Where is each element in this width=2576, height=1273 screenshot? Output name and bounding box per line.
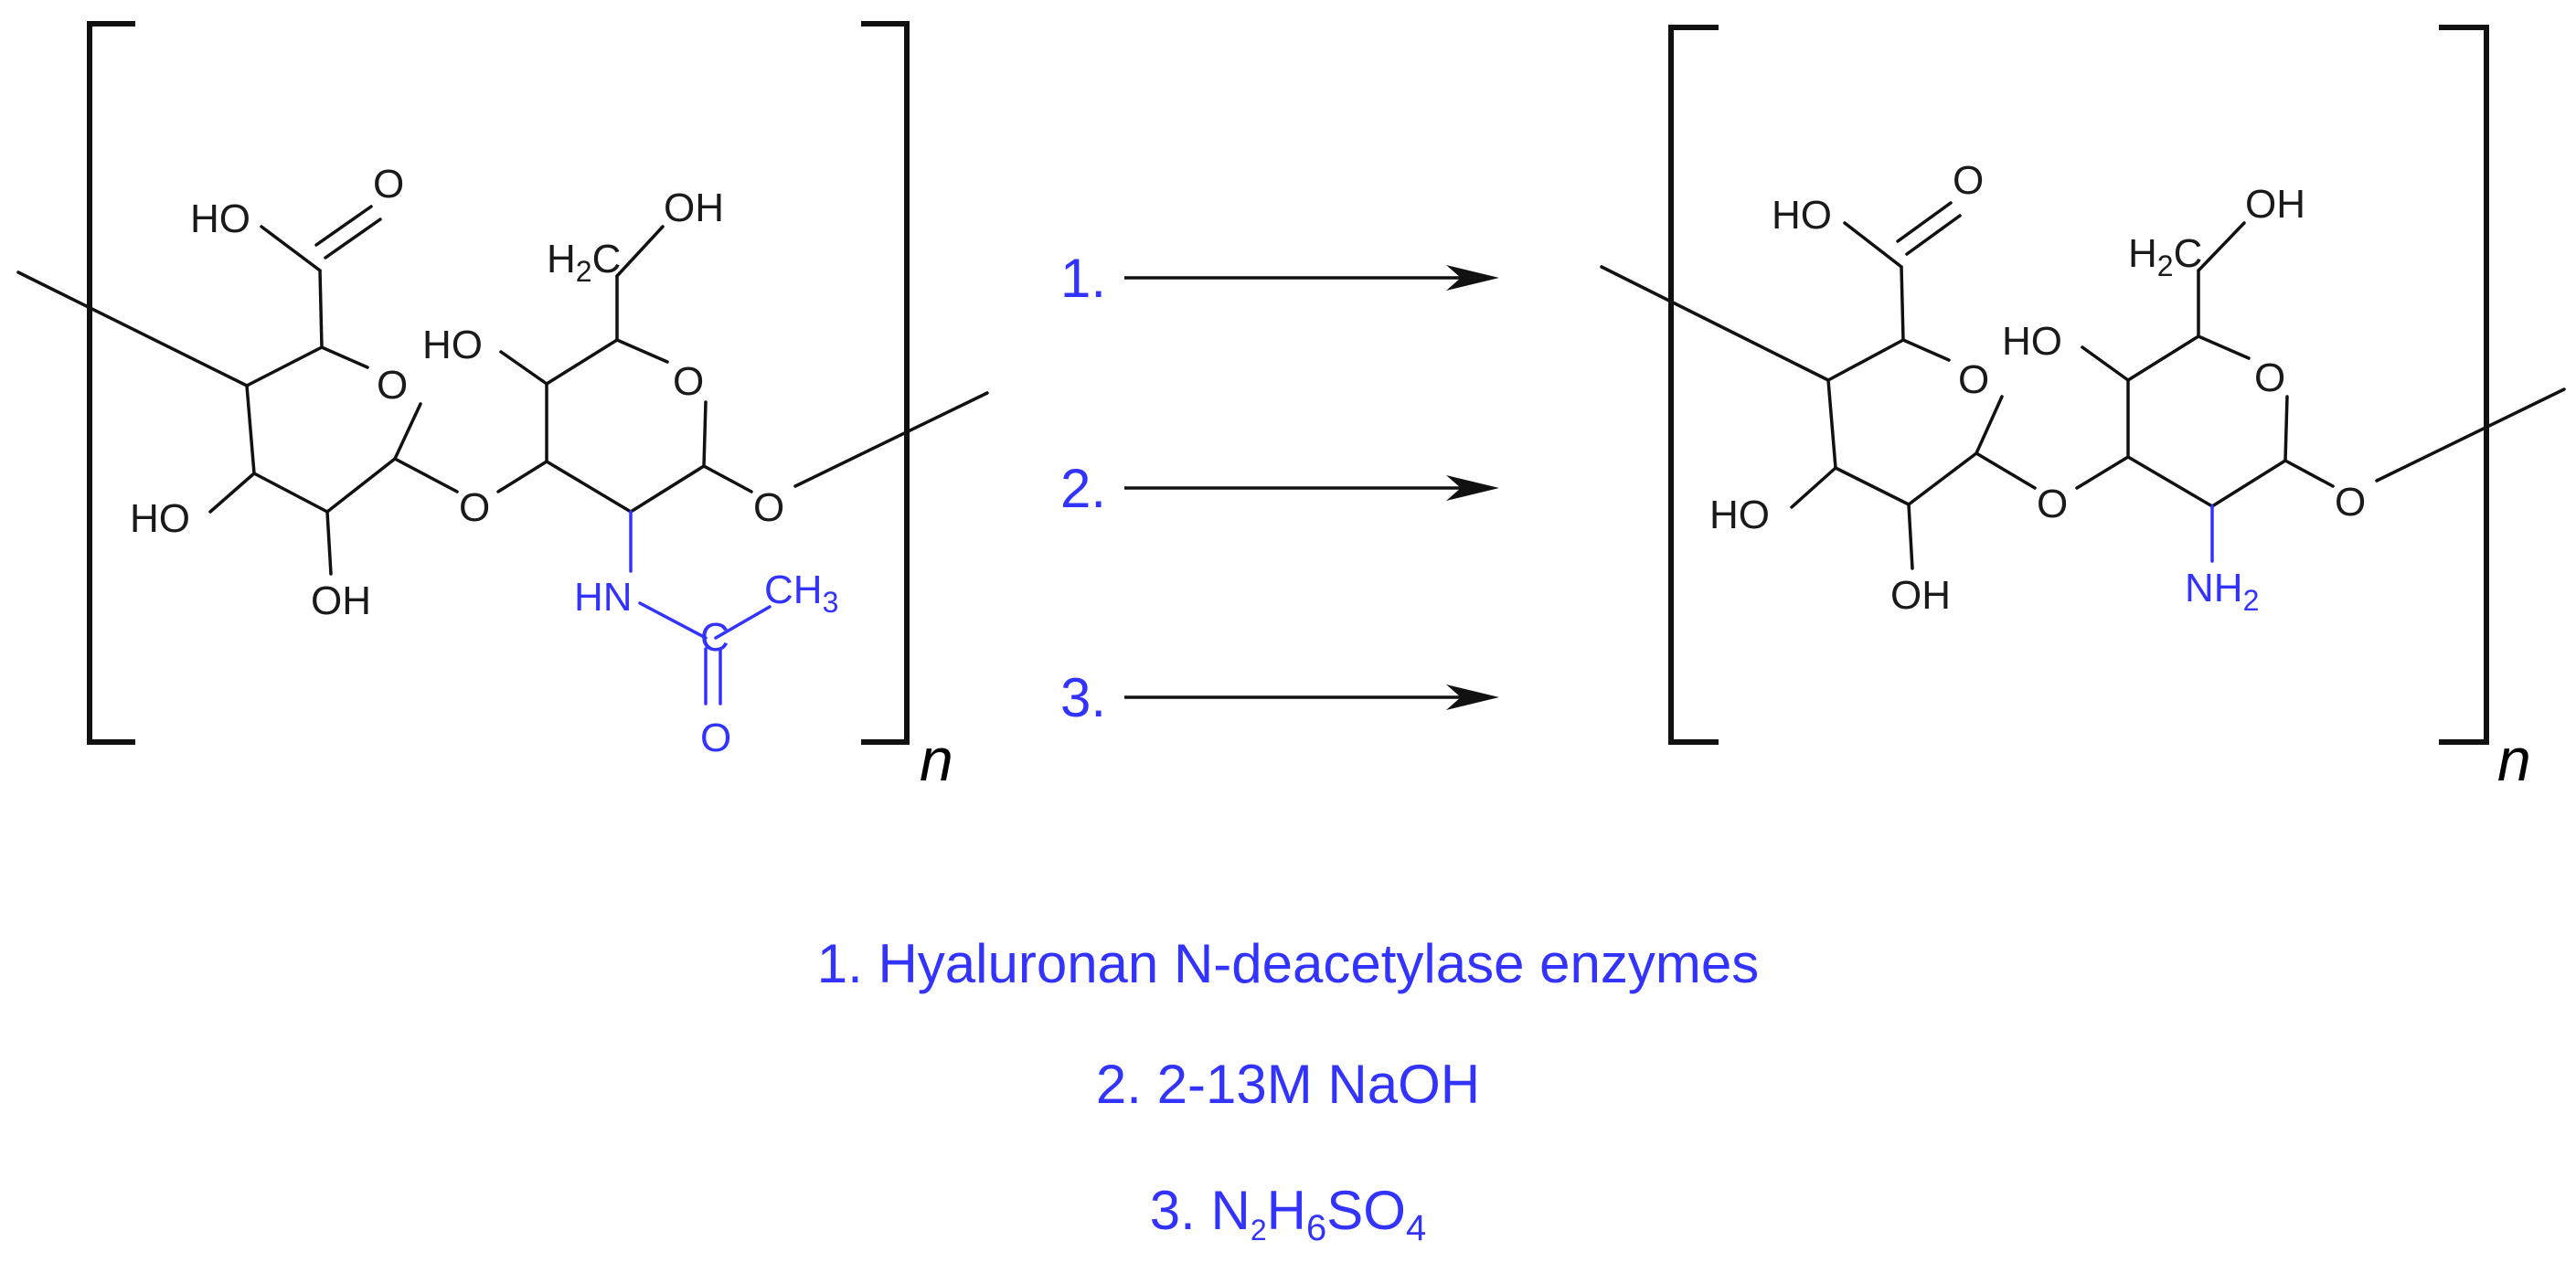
product-glycosidic-o: O	[2037, 482, 2068, 526]
product-oh-c3: OH	[1890, 573, 1951, 618]
condition-3-so: SO	[1326, 1180, 1406, 1241]
product-carbonyl-o: O	[1953, 158, 1984, 203]
arrow-step-1: 1.	[1060, 248, 1499, 309]
condition-3-sub-2: 6	[1306, 1208, 1326, 1248]
reactant-methyl-ch: CH	[764, 568, 823, 612]
reactant-ring2-o: O	[673, 359, 704, 404]
step-1-label: 1.	[1060, 248, 1106, 309]
reactant-ch2-sub: 2	[576, 255, 592, 288]
reaction-arrows: 1. 2. 3.	[1060, 248, 1499, 728]
product-ring2-ho: HO	[2002, 319, 2062, 364]
product-ch2-sub: 2	[2157, 249, 2174, 282]
product-nh-sub: 2	[2243, 584, 2260, 617]
product-bonds	[1600, 201, 2566, 570]
reactant-bonds	[16, 205, 989, 576]
product-brackets	[1668, 25, 2489, 745]
reactant-acetyl-o: O	[700, 716, 731, 760]
reactant-structure: HO O O HO OH O H2C OH HO O O HN C O CH3 …	[16, 21, 989, 793]
condition-3-sub-3: 4	[1406, 1208, 1426, 1248]
reactant-repeat-n: n	[920, 726, 953, 793]
reactant-brackets	[87, 21, 910, 745]
product-repeat-n: n	[2497, 726, 2531, 793]
reactant-carbonyl-o: O	[373, 162, 404, 207]
reaction-conditions: 1. Hyaluronan N-deacetylase enzymes 2. 2…	[817, 933, 1760, 1248]
condition-3-h: H	[1267, 1180, 1306, 1241]
reactant-ring1-o: O	[377, 363, 408, 408]
product-ch2-group: H2C	[2128, 231, 2202, 282]
product-nh: NH	[2185, 566, 2243, 610]
reactant-oh-c3: OH	[311, 578, 371, 623]
reactant-ch2-h: H	[547, 237, 576, 281]
product-ch2-c: C	[2174, 231, 2203, 276]
reactant-ch2-oh: OH	[664, 186, 724, 230]
reactant-ho-c4: HO	[130, 496, 190, 541]
product-ho-c4: HO	[1709, 493, 1770, 537]
step-3-label: 3.	[1060, 667, 1106, 728]
product-terminal-o: O	[2335, 480, 2366, 525]
condition-3-prefix: 3. N	[1150, 1180, 1251, 1241]
arrow-step-3: 3.	[1060, 667, 1499, 728]
reactant-nh: HN	[574, 575, 633, 620]
arrow-step-2: 2.	[1060, 458, 1499, 519]
product-amine: NH2	[2185, 566, 2259, 617]
reactant-carboxyl-ho: HO	[190, 196, 250, 241]
product-ring2-o: O	[2254, 355, 2285, 400]
product-structure: HO O O HO OH O H2C OH HO O O NH2 n	[1600, 25, 2566, 793]
reactant-acetyl-c: C	[700, 615, 729, 660]
condition-2: 2. 2-13M NaOH	[1096, 1054, 1480, 1115]
reactant-acetyl-bonds	[629, 510, 772, 705]
step-2-label: 2.	[1060, 458, 1106, 519]
reactant-terminal-o: O	[753, 485, 784, 530]
reactant-methyl: CH3	[764, 568, 838, 619]
reactant-ch2-group: H2C	[547, 237, 621, 288]
reactant-methyl-sub: 3	[823, 586, 839, 619]
product-ch2-oh: OH	[2245, 182, 2305, 227]
product-ch2-h: H	[2128, 231, 2157, 276]
condition-3-sub-1: 2	[1251, 1214, 1267, 1246]
reactant-ring2-ho: HO	[422, 323, 483, 367]
product-ring1-o: O	[1958, 357, 1989, 402]
product-carboxyl-ho: HO	[1772, 193, 1832, 238]
reactant-glycosidic-o: O	[459, 485, 490, 530]
condition-3: 3. N2H6SO4	[1150, 1180, 1426, 1248]
condition-1: 1. Hyaluronan N-deacetylase enzymes	[817, 933, 1760, 994]
reactant-ch2-c: C	[592, 237, 622, 281]
